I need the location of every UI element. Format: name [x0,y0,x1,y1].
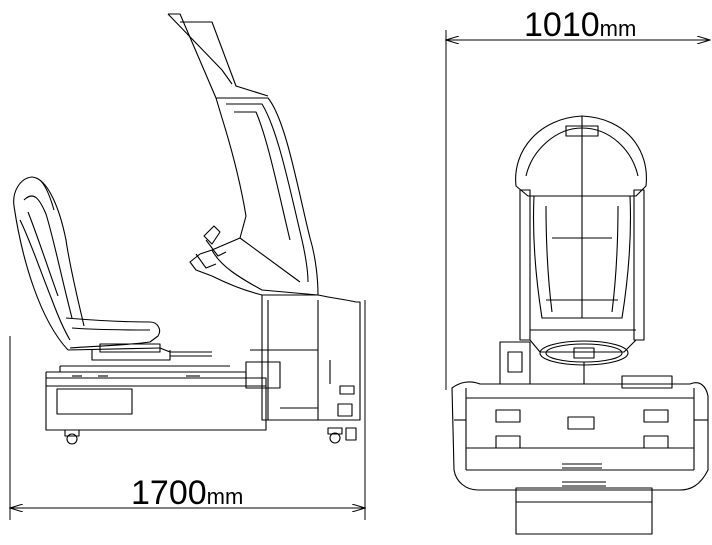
control-box-right [621,375,673,389]
control-box-left [499,341,531,385]
steering-wheel-front [539,340,629,384]
side-view-cabinet [13,13,361,445]
pedal-step [515,481,653,535]
front-wheel [327,427,357,444]
seat-front [515,115,647,319]
base-platform [45,365,267,431]
rear-frame [519,189,645,353]
width-value: 1010 [524,6,600,44]
steering-wheel-side [195,225,227,269]
upright-column [167,13,319,296]
svg-text:1010mm: 1010mm [524,6,636,44]
svg-text:1700mm: 1700mm [131,474,243,512]
seat [13,176,212,361]
width-unit: mm [600,16,637,41]
length-unit: mm [207,484,244,509]
front-view-cabinet [451,115,709,535]
length-dimension: 1700mm [10,300,365,520]
length-value: 1700 [131,474,207,512]
width-dimension: 1010mm [446,6,710,390]
rear-wheel [64,429,80,445]
console-body [245,294,361,421]
front-deck [451,381,709,491]
